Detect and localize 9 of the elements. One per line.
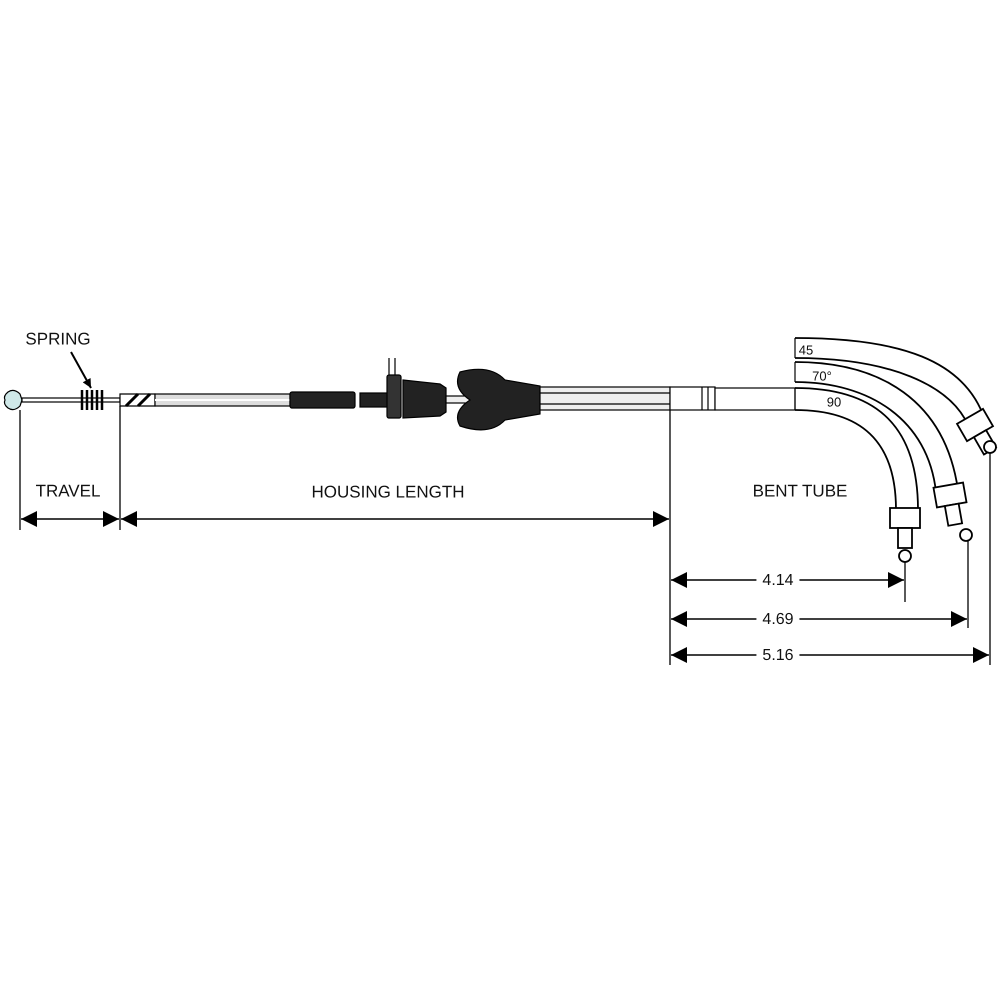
angle-label: 45	[798, 344, 814, 356]
part-label: SPRING	[25, 330, 91, 348]
angle-label: 70°	[812, 370, 832, 382]
dimension-label: TRAVEL	[36, 482, 100, 500]
dimension-label: HOUSING LENGTH	[311, 484, 465, 500]
angle-label: 90	[826, 396, 842, 408]
spring-drawing	[80, 390, 104, 410]
dimension-label: BENT TUBE	[752, 482, 848, 500]
leader-line	[70, 352, 92, 388]
